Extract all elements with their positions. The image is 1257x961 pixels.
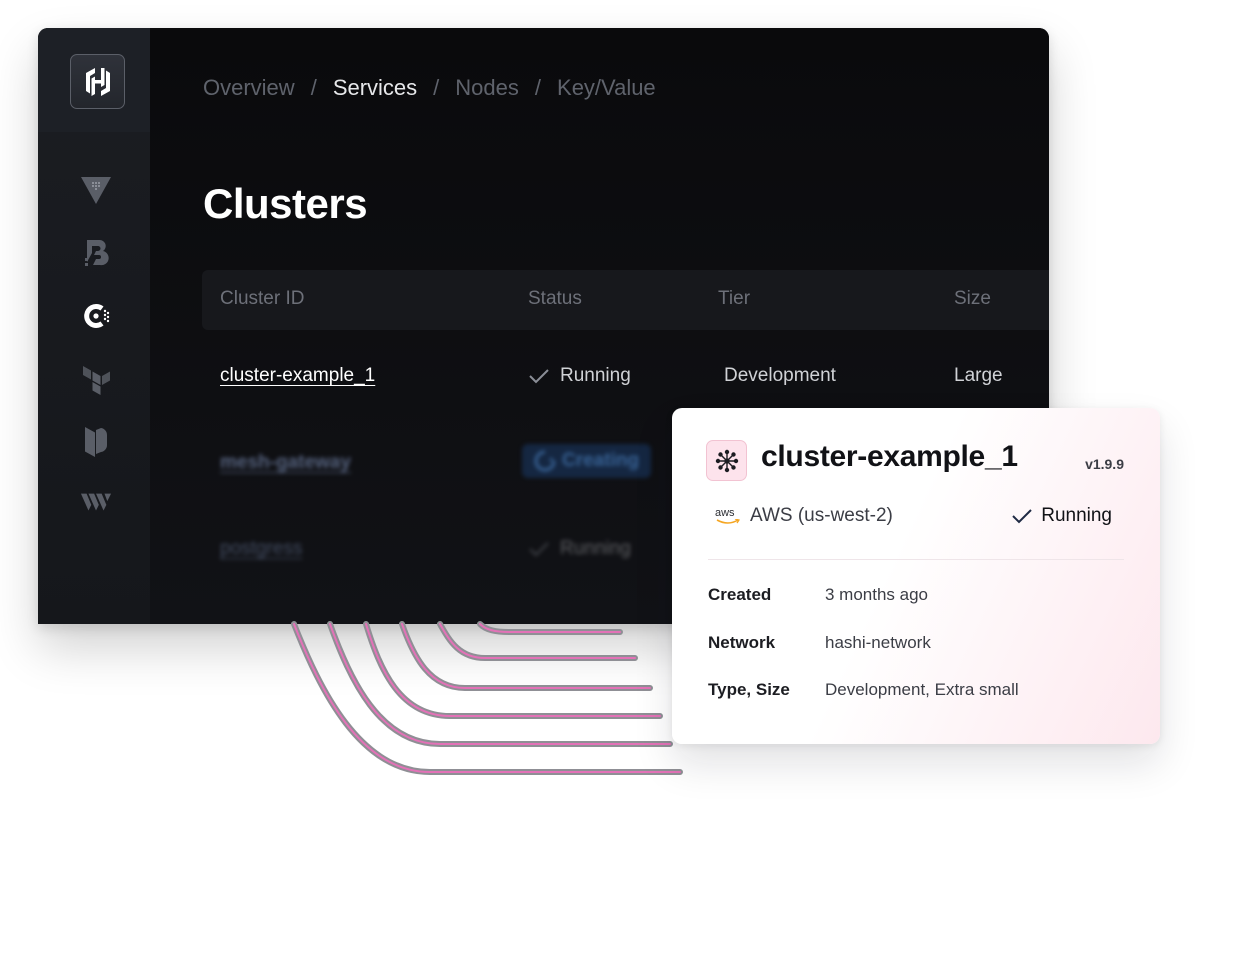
card-title: cluster-example_1 [761, 440, 1018, 473]
breadcrumb-key-value[interactable]: Key/Value [557, 75, 656, 100]
cluster-id-link[interactable]: mesh-gateway [220, 452, 351, 473]
status-cell: Running [528, 538, 631, 560]
spinner-icon [534, 450, 556, 472]
divider [708, 559, 1124, 560]
detail-value-network: hashi-network [825, 633, 931, 652]
breadcrumb-nodes[interactable]: Nodes [455, 75, 519, 100]
status-text: Running [560, 538, 631, 559]
column-header-cluster-id[interactable]: Cluster ID [220, 288, 305, 309]
app-window: Overview / Services / Nodes / Key/Value … [38, 28, 1049, 624]
terraform-icon[interactable] [80, 364, 112, 396]
cluster-detail-card[interactable]: cluster-example_1 v1.9.9 aws AWS (us-wes… [672, 408, 1160, 744]
detail-value-created: 3 months ago [825, 585, 929, 604]
connection-wires [291, 621, 683, 775]
hashicorp-logo-icon[interactable] [70, 54, 125, 109]
check-icon [529, 369, 549, 384]
breadcrumb: Overview / Services / Nodes / Key/Value [203, 75, 656, 101]
aws-logo-icon: aws [714, 505, 740, 527]
table-row[interactable]: cluster-example_1 Running Development La… [202, 346, 1049, 406]
status-text: Creating [562, 450, 640, 471]
check-icon [1012, 509, 1032, 524]
detail-label-created: Created [708, 585, 772, 604]
size-cell: Large [954, 365, 1003, 386]
detail-label-network: Network [708, 633, 776, 652]
status-cell: Running [528, 365, 631, 387]
table-row[interactable]: mesh-gateway Creating [202, 434, 1049, 494]
page-title: Clusters [203, 180, 368, 227]
consul-mesh-icon [706, 440, 747, 481]
product-sidebar [38, 28, 150, 624]
vault-icon[interactable] [80, 174, 112, 206]
breadcrumb-overview[interactable]: Overview [203, 75, 295, 100]
boundary-icon[interactable] [80, 237, 112, 269]
tier-cell: Development [724, 365, 836, 386]
card-status: Running [1011, 505, 1112, 527]
column-header-size[interactable]: Size [954, 288, 991, 309]
check-icon [529, 542, 549, 557]
breadcrumb-services[interactable]: Services [332, 75, 418, 100]
consul-icon[interactable] [80, 300, 112, 332]
card-status-text: Running [1041, 505, 1112, 526]
table-header: Cluster ID Status Tier Size [202, 270, 1049, 330]
packer-icon[interactable] [80, 426, 112, 458]
column-header-tier[interactable]: Tier [718, 288, 751, 309]
provider-info: aws AWS (us-west-2) [714, 505, 893, 527]
cluster-id-link[interactable]: cluster-example_1 [220, 365, 376, 386]
status-badge: Creating [522, 444, 652, 478]
breadcrumb-separator: / [433, 75, 440, 100]
cluster-id-link[interactable]: postgress [220, 538, 303, 559]
column-header-status[interactable]: Status [528, 288, 582, 309]
sidebar-header [38, 28, 150, 132]
detail-value-type-size: Development, Extra small [825, 680, 1019, 699]
aws-logo-text: aws [715, 507, 735, 519]
status-text: Running [560, 365, 631, 386]
detail-label-type-size: Type, Size [708, 680, 790, 699]
table-row[interactable]: postgress Running [202, 520, 1049, 580]
waypoint-icon[interactable] [80, 487, 112, 519]
breadcrumb-separator: / [310, 75, 317, 100]
version-label: v1.9.9 [1085, 456, 1124, 472]
breadcrumb-separator: / [534, 75, 542, 100]
provider-region: AWS (us-west-2) [750, 505, 893, 526]
